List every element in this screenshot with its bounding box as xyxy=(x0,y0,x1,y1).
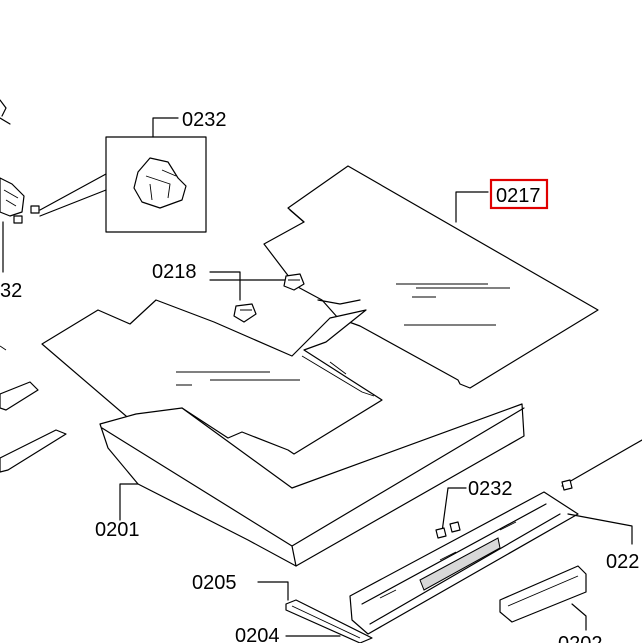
part-0202-bracket xyxy=(499,565,587,631)
label-0202: 0202 xyxy=(558,633,603,643)
label-0201: 0201 xyxy=(95,519,140,541)
label-022-right: 022 xyxy=(606,551,639,573)
label-0218: 0218 xyxy=(152,261,197,283)
part-0232-detail-box xyxy=(39,117,207,233)
label-0217: 0217 xyxy=(496,185,541,207)
left-edge-rails xyxy=(0,345,67,473)
label-0205: 0205 xyxy=(192,572,237,594)
label-32-left: 32 xyxy=(0,280,22,302)
label-0232-top: 0232 xyxy=(182,109,227,131)
lower-flat-panel xyxy=(41,299,383,455)
part-0205-rail xyxy=(257,581,373,643)
part-022-frame-assembly xyxy=(349,439,642,635)
highlight-box-0217 xyxy=(489,178,549,210)
part-0201-base-tray xyxy=(99,403,525,567)
label-0204: 0204 xyxy=(235,625,280,643)
part-0217-panel xyxy=(263,165,599,389)
part-0232-clips-right xyxy=(435,487,467,539)
label-0232-right: 0232 xyxy=(468,478,513,500)
left-edge-part-upper xyxy=(0,99,40,273)
part-0218-clips xyxy=(209,271,305,323)
